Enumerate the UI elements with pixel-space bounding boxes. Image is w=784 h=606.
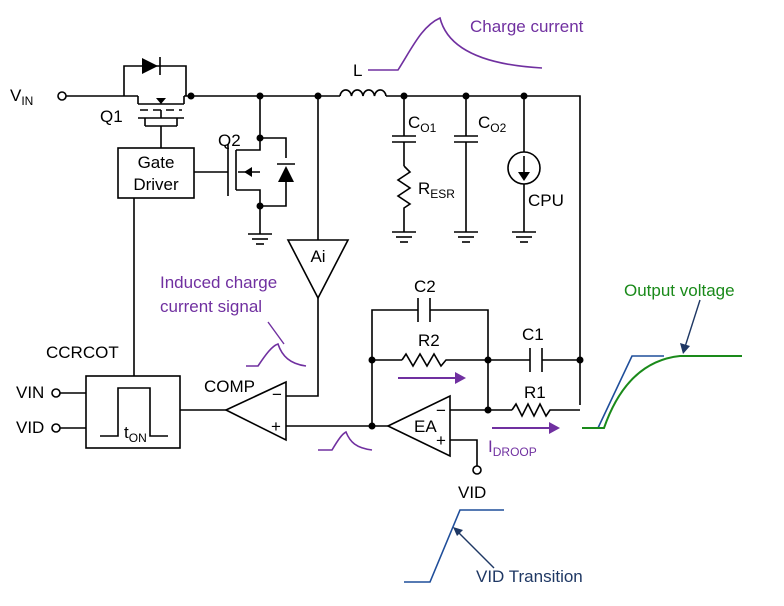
ea-amplifier	[386, 394, 451, 458]
q1-diode-loop	[123, 65, 187, 96]
output-voltage-pointer	[683, 299, 701, 351]
comp-plus: +	[271, 417, 281, 436]
ground-co1	[392, 231, 416, 243]
vin-ctrl-terminal	[51, 388, 61, 398]
ground-cpu	[512, 231, 536, 243]
comp-label: COMP	[204, 377, 255, 396]
c2-label: C2	[414, 277, 436, 296]
r2-current-arrow	[455, 372, 466, 384]
idroop-label: IDROOP	[488, 437, 537, 459]
gate-driver-label-2: Driver	[133, 175, 179, 194]
c1-label: C1	[522, 325, 544, 344]
comp-minus: −	[272, 385, 282, 404]
ai-amplifier	[286, 239, 350, 300]
annotations: Charge current Induced charge current si…	[160, 16, 742, 586]
vid-transition-label: VID Transition	[476, 567, 583, 586]
vin-ctrl-label: VIN	[16, 383, 44, 402]
gate-driver-block	[117, 147, 195, 199]
q2-body-diode	[278, 166, 294, 182]
comp-comparator	[224, 380, 287, 442]
ea-label: EA	[414, 417, 437, 436]
ea-plus: +	[436, 431, 446, 450]
q2-mosfet	[235, 138, 261, 206]
comp-input-waveform	[318, 430, 373, 451]
ea-minus: −	[436, 401, 446, 420]
gate-driver-label-1: Gate	[138, 153, 175, 172]
r2-label: R2	[418, 331, 440, 350]
vid-ctrl-terminal	[51, 423, 61, 433]
r1-resistor	[511, 402, 580, 418]
r1-label: R1	[524, 383, 546, 402]
vid-transition-pointer	[455, 529, 495, 569]
inductor-l	[339, 89, 387, 97]
idroop-arrow	[549, 422, 560, 434]
output-voltage-waveform	[582, 355, 742, 429]
ton-pulse-symbol	[100, 387, 168, 437]
r2-resistor	[401, 352, 488, 368]
ai-label: Ai	[310, 247, 325, 266]
cpu-label: CPU	[528, 191, 564, 210]
vin-main-label: VIN	[10, 86, 33, 108]
ground-co2	[454, 231, 478, 243]
vid-transition-waveform	[404, 509, 504, 583]
induced-signal-label-2: current signal	[160, 297, 262, 316]
output-voltage-label: Output voltage	[624, 281, 735, 300]
charge-current-label: Charge current	[470, 17, 584, 36]
output-voltage-ideal	[597, 355, 664, 429]
vid-ctrl-label: VID	[16, 418, 44, 437]
inductor-label: L	[353, 61, 362, 80]
q2-label: Q2	[218, 131, 241, 150]
charge-current-waveform	[368, 16, 543, 71]
induced-signal-waveform	[246, 342, 307, 367]
q1-label: Q1	[100, 107, 123, 126]
resr-label: RESR	[418, 179, 455, 201]
control-loop: Ai CCRCOT tON VIN VID COMP − + EA − +	[16, 96, 584, 502]
vid-pin-terminal	[472, 465, 482, 475]
induced-signal-pointer	[267, 321, 285, 345]
q1-bypass-diode	[142, 58, 158, 74]
vin-terminal	[57, 91, 67, 101]
ground-q2	[248, 233, 272, 245]
resr-resistor	[396, 165, 412, 232]
ccrcot-label: CCRCOT	[46, 343, 119, 362]
q1-mosfet	[137, 96, 185, 148]
ton-label: tON	[124, 423, 147, 445]
co2-label: CO2	[478, 113, 507, 135]
co1-label: CO1	[408, 113, 437, 135]
power-stage: VIN Q1 Gate Driver	[10, 57, 581, 405]
vid-pin-label: VID	[458, 483, 486, 502]
induced-signal-label-1: Induced charge	[160, 273, 277, 292]
